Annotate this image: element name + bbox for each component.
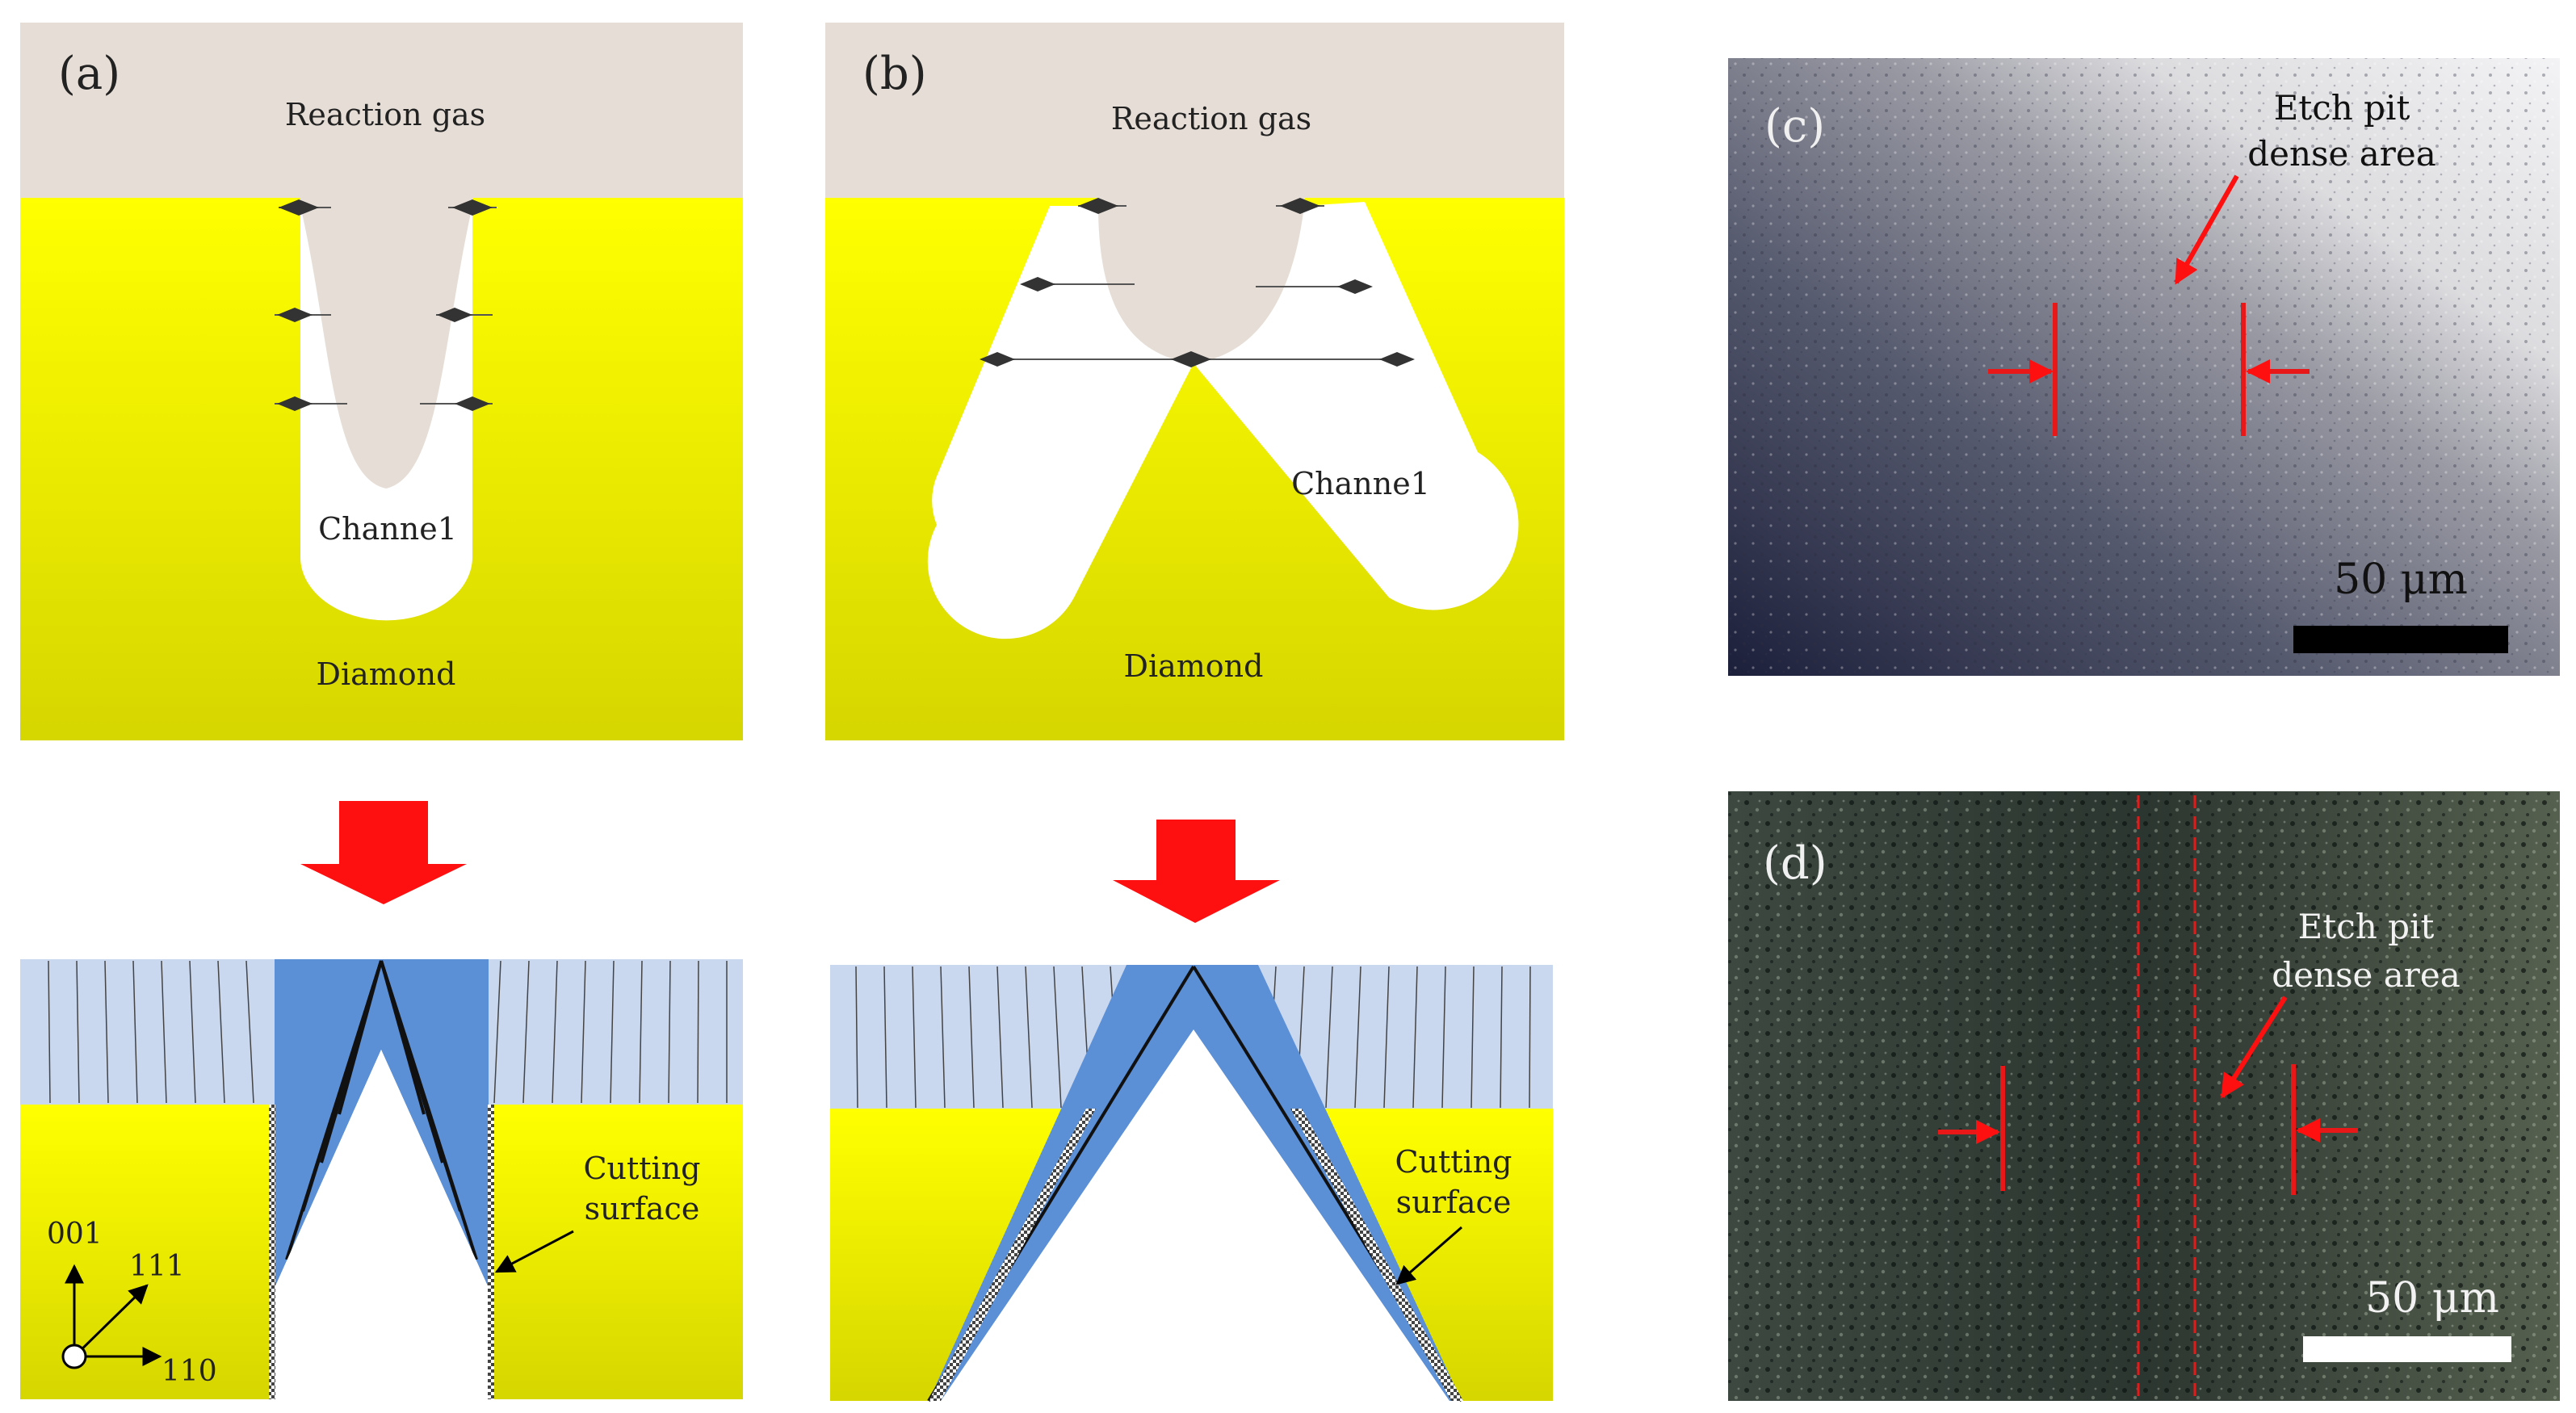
panel-c-annotation-line1: Etch pit: [2274, 88, 2410, 128]
panel-a-gas-region: [20, 23, 743, 198]
panel-a-gas-label: Reaction gas: [285, 97, 485, 132]
panel-b-cutting-line2: surface: [1396, 1184, 1512, 1220]
panel-a-cutting-line1: Cutting: [583, 1151, 700, 1186]
panel-b-label: (b): [862, 48, 927, 100]
panel-b-hatch-right: [1290, 1109, 1463, 1401]
panel-b-gas-intrusion: [1098, 198, 1304, 363]
panel-c-scale-label: 50 μm: [2334, 556, 2468, 604]
panel-a-cutting-pointer: [494, 1230, 574, 1273]
panel-a-down-arrow: [300, 801, 467, 904]
panel-a-v-wedge: [275, 959, 489, 1288]
axis-origin: [61, 1344, 87, 1369]
panel-a-layer-lines: [48, 960, 728, 1104]
panel-a-hatch-right: [488, 1105, 494, 1399]
panel-a-gas-intrusion: [300, 198, 472, 488]
panel-a-top: (a) Reaction gas Channe1 Diamond: [20, 23, 743, 740]
axis-label-001: 001: [47, 1218, 103, 1251]
panel-b-bottom: Cutting surface: [830, 965, 1553, 1403]
panel-b-gas-label: Reaction gas: [1111, 101, 1311, 136]
panel-b-channel: [927, 202, 1519, 639]
panel-b-cutting-line1: Cutting: [1395, 1144, 1512, 1180]
panel-b-diamond-markers: [980, 198, 1415, 367]
panel-c-scale-bar: [2293, 626, 2508, 653]
panel-d-annotation-line2: dense area: [2272, 955, 2461, 995]
panel-b-top: (b) Reaction gas Channe1 Diamond: [825, 23, 1564, 740]
panel-a-cutting-line2: surface: [585, 1191, 700, 1226]
panel-d-scale-label: 50 μm: [2365, 1274, 2499, 1323]
panel-d-micrograph: (d) Etch pit dense area 50 μm: [1728, 791, 2560, 1401]
panel-b-gas-region: [825, 23, 1564, 198]
panel-d-scale-bar: [2303, 1336, 2511, 1362]
crystal-axes: 001 111 110: [47, 1218, 217, 1388]
panel-d-annotation-line1: Etch pit: [2298, 907, 2435, 946]
panel-b-diamond-label: Diamond: [1124, 648, 1264, 684]
panel-b-channel-label: Channe1: [1291, 466, 1430, 501]
axis-label-110: 110: [162, 1355, 217, 1388]
panel-b-layer-lines: [855, 966, 1531, 1109]
panel-a-channel-label: Channe1: [318, 511, 457, 547]
panel-d-label: (d): [1763, 837, 1827, 890]
panel-b-down-arrow: [1113, 820, 1280, 923]
panel-a-diamond-lower-right: [489, 1105, 743, 1399]
panel-a-groove-inner: [275, 1050, 489, 1399]
panel-a-diamond-label: Diamond: [317, 656, 456, 692]
panel-c-micrograph: (c) Etch pit dense area 50 μm: [1728, 58, 2560, 676]
panel-a-wedge-lines: [285, 960, 478, 1260]
panel-a-label: (a): [58, 48, 120, 100]
panel-d-annotation-arrow: [2220, 996, 2288, 1099]
panel-b-hatch-left: [929, 1109, 1096, 1401]
panel-c-annotation-arrow: [2174, 174, 2239, 285]
axis-label-111: 111: [129, 1250, 185, 1283]
panel-d-texture: [1728, 791, 2560, 1401]
panel-b-groove: [941, 1029, 1450, 1401]
panel-a-hatch-left: [269, 1105, 275, 1399]
panel-a-diamond-markers: [277, 199, 493, 411]
panel-c-texture: [1728, 58, 2560, 676]
panel-b-cutting-pointer: [1395, 1226, 1462, 1285]
panel-a-bottom: Cutting surface 001 111 110: [20, 959, 743, 1399]
panel-c-label: (c): [1764, 100, 1825, 153]
panel-c-annotation-line2: dense area: [2247, 134, 2436, 174]
